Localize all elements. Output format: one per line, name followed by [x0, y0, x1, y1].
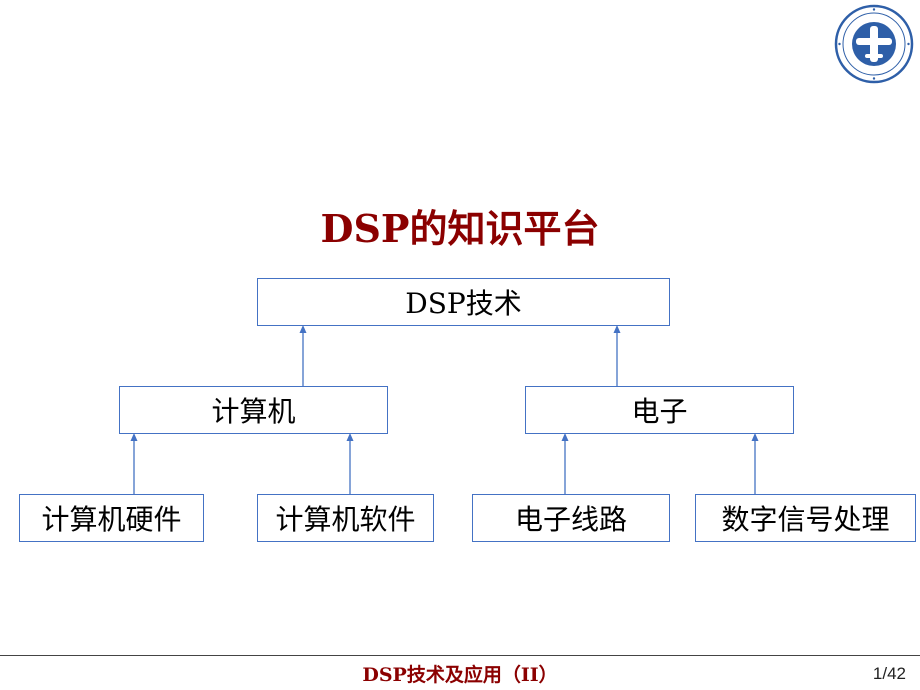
- arrow-software-to-computer: [346, 433, 354, 494]
- node-label: 电子: [631, 395, 688, 428]
- page-number: 1/42: [872, 664, 906, 683]
- node-computer: 计算机: [119, 386, 388, 434]
- node-label: 计算机: [211, 395, 296, 428]
- footer-divider: [0, 655, 920, 656]
- node-label: 计算机软件: [275, 503, 416, 536]
- arrow-electronics-to-dsp: [613, 325, 621, 386]
- node-label: DSP技术: [405, 287, 522, 320]
- node-label: 电子线路: [514, 503, 627, 536]
- arrow-circuits-to-electronics: [561, 433, 569, 494]
- arrow-dsp-processing-to-electronics: [751, 433, 759, 494]
- footer-title: DSP技术及应用（II）: [362, 664, 558, 686]
- node-computer-hardware: 计算机硬件: [19, 494, 204, 542]
- node-label: 计算机硬件: [41, 503, 182, 536]
- arrow-hardware-to-computer: [130, 433, 138, 494]
- node-electronic-circuits: 电子线路: [472, 494, 670, 542]
- slide-title: DSP的知识平台: [320, 206, 600, 251]
- node-digital-signal-processing: 数字信号处理: [695, 494, 916, 542]
- node-label: 数字信号处理: [721, 503, 890, 536]
- node-dsp-technology: DSP技术: [257, 278, 670, 326]
- node-computer-software: 计算机软件: [257, 494, 434, 542]
- university-logo: [834, 4, 914, 84]
- node-electronics: 电子: [525, 386, 794, 434]
- arrow-computer-to-dsp: [299, 325, 307, 386]
